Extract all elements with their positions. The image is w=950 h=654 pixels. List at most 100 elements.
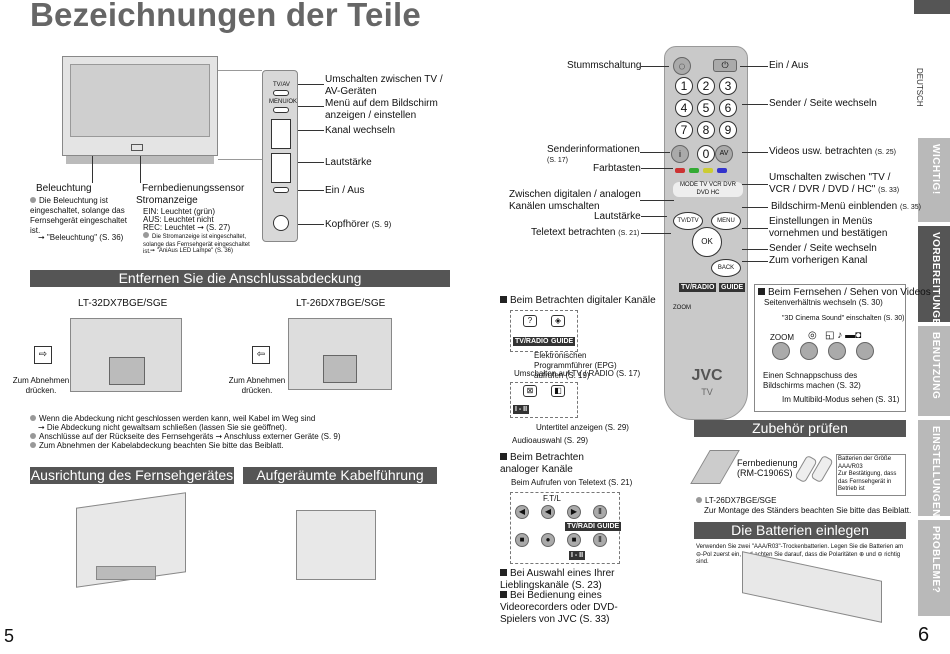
digital-umsch: Umschalten auf TV / RADIO (S. 17) xyxy=(514,369,641,378)
mode-row[interactable]: MODE TV VCR DVR DVD HC xyxy=(673,182,743,197)
blue-color-button[interactable] xyxy=(717,168,727,173)
mute-icon[interactable]: ◌ xyxy=(673,57,691,75)
sidebar-item-vorbereitungen[interactable]: VORBEREITUNGEN xyxy=(918,226,950,333)
cover-note-4: Zum Abnehmen der Kabelabdeckung beachten… xyxy=(30,441,284,451)
analog-guide[interactable]: GUIDE xyxy=(595,522,622,531)
zoom-remote-label: ZOOM xyxy=(673,305,691,311)
analog-btn-8[interactable]: Ⅱ xyxy=(593,533,607,547)
zubehoer-fb: Fernbedienung xyxy=(737,458,798,468)
red-color-button[interactable] xyxy=(675,168,685,173)
back-button[interactable]: BACK xyxy=(711,259,741,277)
model-a: LT-32DX7BGE/SGE xyxy=(78,298,168,309)
fernsehen-box xyxy=(754,284,906,412)
digital-audio: Audioauswahl (S. 29) xyxy=(512,436,589,445)
page-number-left: 5 xyxy=(4,626,15,646)
label-farbtasten: Farbtasten xyxy=(593,163,641,174)
ftl-key-label: F.T/L xyxy=(543,494,561,503)
swivel-stand xyxy=(96,566,156,580)
analog-teletext: Beim Aufrufen von Teletext (S. 21) xyxy=(511,478,633,487)
guide-key[interactable]: GUIDE xyxy=(549,337,576,346)
zubehoer-model: LT-26DX7BGE/SGE xyxy=(696,496,776,506)
batterien-text: Verwenden Sie zwei "AAA/R03"-Trockenbatt… xyxy=(696,544,904,565)
label-digital: Zwischen digitalen / analogen Kanälen um… xyxy=(509,189,641,212)
menu-remote-button[interactable]: MENU xyxy=(711,212,741,230)
channel-button[interactable] xyxy=(271,119,291,149)
analog-btn-7[interactable]: ■ xyxy=(567,533,581,547)
fernsehen-icons: ◎ ◱ ♪ ▬◘ xyxy=(808,330,862,341)
fernsehen-cinema: "3D Cinema Sound" einschalten (S. 30) xyxy=(782,315,905,322)
power-button[interactable] xyxy=(273,187,289,193)
menu-button[interactable] xyxy=(273,107,289,113)
zoom-btn[interactable] xyxy=(772,342,790,360)
av-button[interactable]: AV xyxy=(715,145,733,163)
snapshot-btn[interactable] xyxy=(828,342,846,360)
strom-rec: REC: Leuchtet ➞ (S. 27) xyxy=(143,223,231,232)
power-remote-button[interactable]: ⏻ xyxy=(713,59,737,72)
epg-icon[interactable]: ? xyxy=(523,315,537,327)
fernsehen-multi: Im Multibild-Modus sehen (S. 31) xyxy=(782,395,900,404)
beleuchtung-note: Die Beleuchtung ist eingeschaltet, solan… xyxy=(30,196,127,235)
number-key-1[interactable]: 1 xyxy=(675,77,693,95)
label-sensor: Fernbedienungssensor xyxy=(142,183,245,194)
number-key-6[interactable]: 6 xyxy=(719,99,737,117)
sidebar-item-einstellungen[interactable]: EINSTELLUNGEN xyxy=(918,420,950,517)
green-color-button[interactable] xyxy=(689,168,699,173)
zubehoer-heading: Zubehör prüfen xyxy=(694,420,906,437)
number-key-5[interactable]: 5 xyxy=(697,99,715,117)
cover-heading: Entfernen Sie die Anschlussabdeckung xyxy=(30,270,450,287)
remote-accessory-illustration xyxy=(690,450,740,484)
analog-fav: Bei Auswahl eines Ihrer Lieblingskanäle … xyxy=(500,568,620,592)
volume-button[interactable] xyxy=(271,153,291,183)
analog-btn-1[interactable]: ◀ xyxy=(515,505,529,519)
tv-dtv-button[interactable]: TV/DTV xyxy=(673,212,703,230)
guide-remote-key[interactable]: GUIDE xyxy=(719,283,746,292)
tvradio-icon[interactable]: ◈ xyxy=(551,315,565,327)
subtitle-icon[interactable]: ⊠ xyxy=(523,385,537,397)
language-label: DEUTSCH xyxy=(915,68,924,107)
label-kopfhoerer: Kopfhörer (S. 9) xyxy=(325,219,392,230)
analog-btn-6[interactable]: ● xyxy=(541,533,555,547)
cover-icon-b: ⇦ xyxy=(252,346,270,364)
number-key-4[interactable]: 4 xyxy=(675,99,693,117)
ausrichtung-heading: Ausrichtung des Fernsehgerätes xyxy=(30,467,234,484)
ok-button[interactable]: OK xyxy=(692,227,722,257)
iii-key[interactable]: I - II xyxy=(513,405,530,414)
remove-b: Zum Abnehmen drücken. xyxy=(228,376,286,395)
number-key-2[interactable]: 2 xyxy=(697,77,715,95)
label-kanal: Kanal wechseln xyxy=(325,125,396,136)
analog-btn-3[interactable]: ▶ xyxy=(567,505,581,519)
analog-btn-4[interactable]: Ⅱ xyxy=(593,505,607,519)
label-teletext: Teletext betrachten (S. 21) xyxy=(531,227,640,238)
label-umschalten: Umschalten zwischen "TV / VCR / DVR / DV… xyxy=(769,172,900,195)
number-key-7[interactable]: 7 xyxy=(675,121,693,139)
cinema-btn[interactable] xyxy=(800,342,818,360)
analog-vcr: Bei Bedienung eines Videorecorders oder … xyxy=(500,590,620,626)
info-icon[interactable]: i xyxy=(671,145,689,163)
tvradio-key[interactable]: TV/RADIO xyxy=(513,337,551,346)
audio-icon[interactable]: ◧ xyxy=(551,385,565,397)
sidebar-item-wichtig[interactable]: WICHTIG! xyxy=(918,138,950,222)
tvradio-remote-key[interactable]: TV/RADIO xyxy=(679,283,717,292)
label-senderinfo: Senderinformationen xyxy=(547,144,640,155)
number-key-8[interactable]: 8 xyxy=(697,121,715,139)
number-key-9[interactable]: 9 xyxy=(719,121,737,139)
analog-iii[interactable]: I - II xyxy=(569,551,586,560)
senderinfo-ref: (S. 17) xyxy=(547,157,569,164)
sidebar-item-probleme[interactable]: PROBLEME? xyxy=(918,520,950,616)
multi-btn[interactable] xyxy=(856,342,874,360)
analog-btn-5[interactable]: ■ xyxy=(515,533,529,547)
tvav-button[interactable] xyxy=(273,90,289,96)
brand-logo: JVC xyxy=(691,367,723,384)
yellow-color-button[interactable] xyxy=(703,168,713,173)
analog-tvradio[interactable]: TV/RADIO xyxy=(565,522,603,531)
analog-btn-2[interactable]: ◀ xyxy=(541,505,555,519)
panel-callout xyxy=(218,70,262,160)
label-beleuchtung: Beleuchtung xyxy=(36,183,92,194)
label-menu: Menü auf dem Bildschirm anzeigen / einst… xyxy=(325,98,438,121)
number-key-0[interactable]: 0 xyxy=(697,145,715,163)
analog-box: F.T/L ◀ ◀ ▶ Ⅱ TV/RADIO GUIDE ■ ● ■ Ⅱ I -… xyxy=(510,492,622,564)
sidebar-item-benutzung[interactable]: BENUTZUNG xyxy=(918,326,950,416)
label-vorher: Zum vorherigen Kanal xyxy=(769,255,868,266)
number-key-3[interactable]: 3 xyxy=(719,77,737,95)
